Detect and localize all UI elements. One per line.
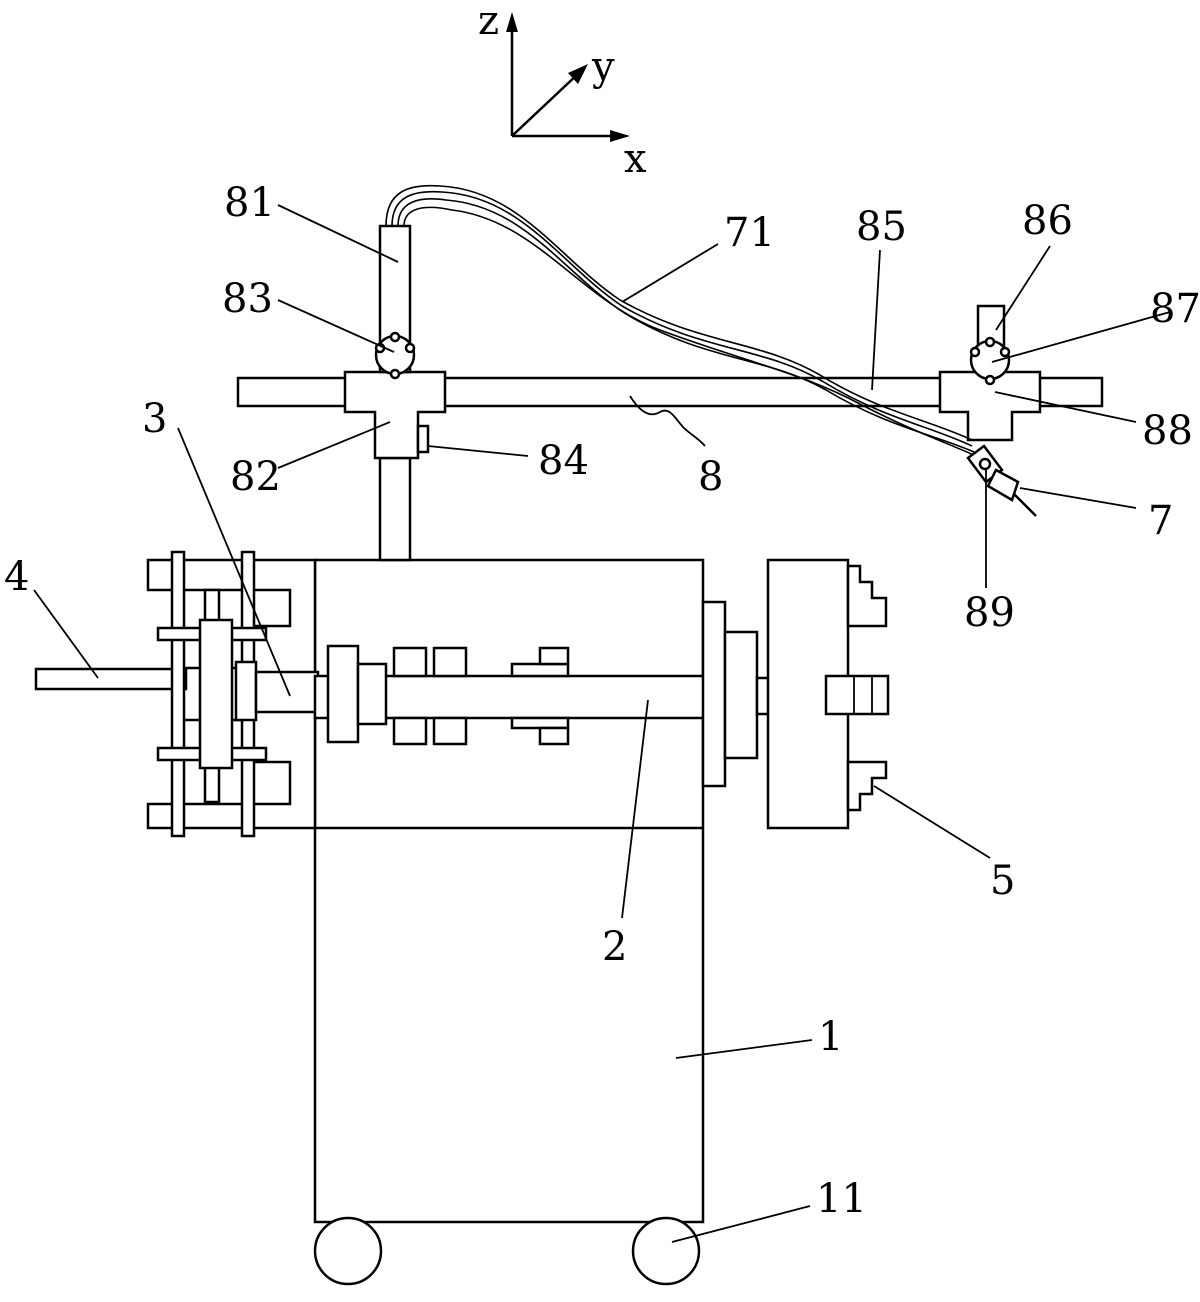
right-knob-lobe-3	[984, 336, 996, 348]
leader-4	[33, 589, 99, 679]
reference-numerals: 81 83 82 84 71 85 86 87 88 8 7 89 3 4 2 …	[4, 180, 1200, 1222]
cable-bundle	[385, 184, 977, 457]
label-87: 87	[1150, 286, 1200, 332]
label-1: 1	[818, 1014, 843, 1060]
vertical-post	[378, 456, 412, 562]
bolt-left	[170, 550, 186, 838]
gear-bottom-base	[510, 716, 570, 730]
torch-body	[986, 468, 1020, 502]
label-8: 8	[698, 454, 723, 500]
left-tee-joint	[343, 370, 447, 460]
bearing-1-top	[392, 646, 428, 678]
torch-tip	[1013, 493, 1037, 517]
leader-3	[177, 427, 291, 697]
label-89: 89	[964, 590, 1015, 636]
leader-87	[991, 311, 1171, 363]
pivot-block	[198, 618, 234, 770]
shaft-flange-1	[326, 644, 360, 744]
leader-lines	[33, 204, 1171, 1243]
bearing-1-bottom	[392, 716, 428, 746]
leader-83	[277, 299, 395, 353]
label-71: 71	[724, 210, 775, 256]
gear-top	[538, 646, 570, 666]
handle-bar	[34, 667, 188, 691]
torch-head	[966, 444, 1037, 517]
main-shaft-assembly	[313, 644, 707, 746]
chuck-hub	[723, 630, 759, 760]
y-axis	[511, 71, 581, 137]
leader-5	[873, 785, 991, 859]
z-axis-label: z	[478, 0, 499, 44]
label-3: 3	[142, 396, 167, 442]
right-tee-joint	[938, 370, 1042, 442]
cable-2	[391, 190, 973, 447]
knob-lobe-4	[389, 368, 401, 380]
chuck-jaw-bottom	[846, 760, 888, 812]
coordinate-axes: z y x	[478, 0, 647, 182]
label-4: 4	[4, 554, 29, 600]
leader-1	[675, 1039, 813, 1059]
cable-4	[403, 206, 977, 457]
label-11: 11	[816, 1176, 867, 1222]
chuck-flange	[701, 600, 727, 788]
gear-bottom	[538, 726, 570, 746]
left-drive-assembly	[34, 550, 320, 838]
label-82: 82	[230, 454, 281, 500]
z-arrow-icon	[506, 12, 518, 32]
label-86: 86	[1022, 198, 1073, 244]
label-5: 5	[990, 858, 1015, 904]
leader-86	[995, 245, 1051, 331]
label-84: 84	[538, 438, 589, 484]
leader-2	[621, 699, 649, 919]
label-2: 2	[602, 924, 627, 970]
chuck-jaw-top	[846, 564, 888, 628]
label-88: 88	[1142, 408, 1193, 454]
knob-lobe-3	[389, 331, 401, 343]
leader-84	[427, 445, 529, 457]
label-83: 83	[222, 276, 273, 322]
knob-lobe-2	[404, 342, 416, 354]
x-arrow-icon	[610, 130, 630, 142]
set-screw	[416, 424, 430, 454]
shaft-collar-1	[356, 662, 388, 726]
label-7: 7	[1148, 498, 1173, 544]
leader-7	[1019, 487, 1137, 509]
support-frame	[236, 224, 1104, 562]
right-knob-lobe-4	[984, 374, 996, 386]
leader-11	[671, 1205, 811, 1243]
cabinet-body	[313, 558, 705, 1224]
right-knob-lobe-2	[999, 346, 1011, 358]
leader-8	[629, 395, 706, 447]
x-axis-label: x	[624, 136, 647, 182]
leader-82	[277, 421, 391, 469]
cable-1	[385, 184, 973, 441]
label-81: 81	[224, 180, 275, 226]
chuck-assembly	[701, 558, 890, 830]
pivot-pin	[234, 660, 258, 722]
leader-85	[871, 249, 881, 391]
chuck-jaw-front	[824, 674, 890, 716]
leader-81	[277, 204, 399, 263]
leader-88	[994, 391, 1137, 423]
wheel-right	[631, 1216, 701, 1286]
y-arrow-icon	[568, 64, 588, 84]
clamp-pivot-icon	[978, 457, 992, 471]
y-axis-label: y	[591, 44, 615, 90]
label-85: 85	[856, 204, 907, 250]
bearing-2-bottom	[432, 716, 468, 746]
bearing-2-top	[432, 646, 468, 678]
wheel-left	[313, 1216, 383, 1286]
gear-top-base	[510, 662, 570, 678]
leader-71	[621, 243, 719, 303]
right-knob-lobe-1	[969, 346, 981, 358]
connecting-shaft	[254, 670, 320, 714]
